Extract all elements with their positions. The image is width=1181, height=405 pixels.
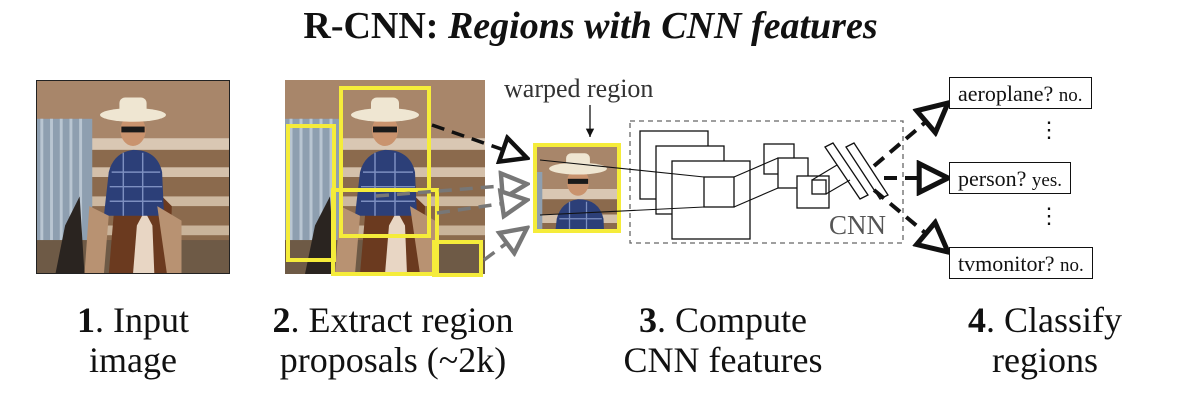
cnn-frame [629, 120, 904, 244]
class-box-aeroplane: aeroplane? no. [949, 77, 1092, 109]
cnn-label: CNN [829, 210, 887, 240]
class-box-person: person? yes. [949, 162, 1071, 194]
figure-title: R-CNN: Regions with CNN features [0, 4, 1181, 48]
step-line1: . Input [95, 300, 189, 340]
class-label: aeroplane? [958, 81, 1054, 106]
title-italic: Regions with CNN features [447, 5, 878, 47]
cnn-filter-1 [703, 176, 735, 208]
ellipsis-2: ⋮ [1038, 203, 1060, 228]
step-line2: image [89, 340, 177, 380]
step-line1: . Extract region [290, 300, 514, 340]
ellipsis-1: ⋮ [1038, 117, 1060, 142]
cnn-fc-2 [845, 142, 889, 200]
arrow-class-aeroplane [872, 103, 948, 168]
title-bold: R-CNN: [303, 5, 439, 47]
proposal-box-person [339, 86, 431, 238]
arrow-proposal-fence [375, 184, 527, 196]
step-number: 4 [967, 300, 986, 340]
warped-region-label: warped region [504, 74, 654, 103]
cnn-filter-2 [811, 179, 827, 195]
class-answer: no. [1060, 255, 1084, 276]
step-2-caption: 2. Extract region proposals (~2k) [243, 300, 543, 380]
step-number: 2 [272, 300, 291, 340]
step-line1: . Compute [657, 300, 807, 340]
step-number: 3 [639, 300, 657, 340]
cnn-fc-1 [824, 142, 869, 200]
step-4-caption: 4. Classify regions [930, 300, 1160, 380]
region-proposals-image [285, 80, 485, 277]
input-image [36, 80, 230, 274]
class-label: tvmonitor? [958, 251, 1055, 276]
step-1-caption: 1. Input image [33, 300, 233, 380]
step-number: 1 [77, 300, 95, 340]
step-line2: regions [992, 340, 1098, 380]
arrow-proposal-person [431, 123, 527, 158]
arrow-class-tvmonitor [872, 188, 948, 252]
class-box-tvmonitor: tvmonitor? no. [949, 247, 1093, 279]
class-answer: no. [1058, 85, 1083, 106]
step-line1: . Classify [985, 300, 1122, 340]
proposal-box-horse [331, 188, 439, 276]
arrow-proposal-horse [436, 200, 527, 213]
proposal-box-small [432, 240, 483, 277]
arrow-proposal-small [482, 228, 527, 262]
step-line2: CNN features [623, 340, 823, 380]
step-3-caption: 3. Compute CNN features [593, 300, 853, 380]
class-answer: yes. [1031, 170, 1062, 191]
class-label: person? [958, 166, 1027, 191]
step-line2: proposals (~2k) [279, 340, 507, 380]
warped-region-image [533, 143, 621, 233]
